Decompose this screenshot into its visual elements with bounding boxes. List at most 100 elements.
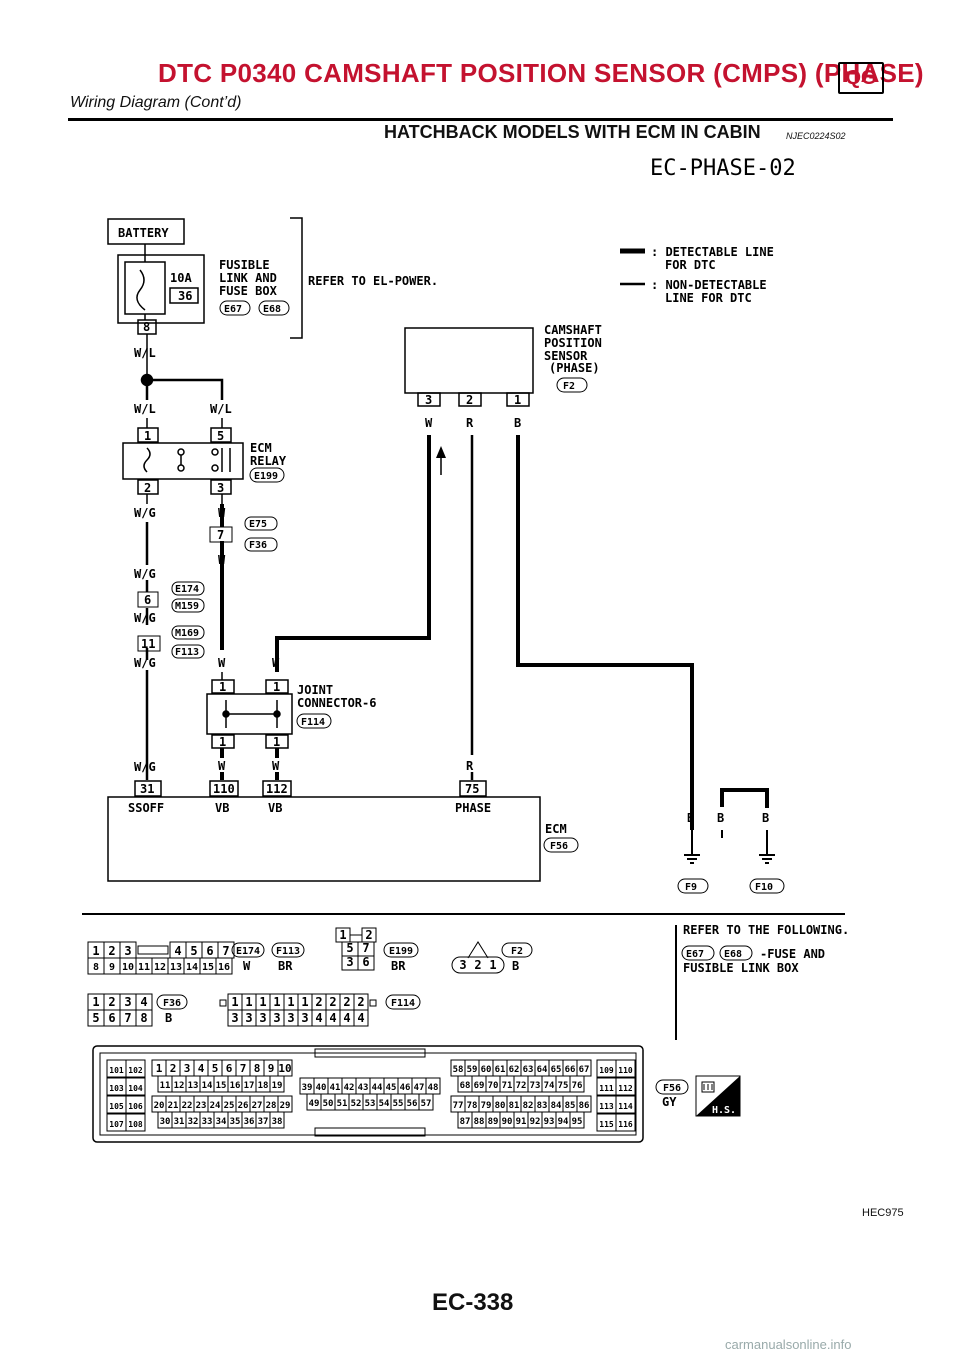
relay-label-2: RELAY: [250, 454, 287, 468]
wire-color-wg-5: W/G: [134, 760, 156, 774]
c2-id: E199: [389, 946, 413, 957]
ecm-i-pin: 84: [551, 1101, 562, 1111]
sensor-label-2: POSITION: [544, 336, 602, 350]
sensor-label-4: (PHASE): [549, 361, 600, 375]
ecm-conn-key-bottom: [314, 1127, 426, 1137]
c4-id: F36: [163, 998, 181, 1009]
sensor-pin-1: 1: [514, 393, 521, 407]
c5-bot-pin: 4: [329, 1011, 336, 1025]
header-rule: [68, 118, 893, 121]
ecm-i-pin: 77: [453, 1101, 464, 1111]
ecm-view-color: GY: [662, 1095, 677, 1109]
ecm-left-pin: 108: [128, 1120, 143, 1129]
c2-bot-pin: 3: [346, 955, 353, 969]
engine-badge: QG: [838, 62, 884, 94]
c5-bot-pin: 4: [343, 1011, 350, 1025]
ecm-b-pin: 12: [174, 1081, 185, 1091]
c2-mid-pin: 5: [346, 941, 353, 955]
ecm-g-pin: 58: [453, 1065, 464, 1075]
ecm-d-pin: 30: [160, 1117, 171, 1127]
wire-color-wl-top: W/L: [134, 346, 156, 360]
hs-label: H.S.: [712, 1105, 736, 1116]
c1-id-e174: E174: [236, 946, 260, 957]
ecm-term-vb1: VB: [215, 801, 229, 815]
power-wires: [140, 373, 224, 400]
ecm-j-pin: 89: [488, 1117, 499, 1127]
c1-id-f113-outline: [271, 942, 305, 958]
conn-11-f113: F113: [175, 647, 199, 658]
ecm-left-pin: 102: [128, 1066, 143, 1075]
joint-connector-id: F114: [301, 717, 325, 728]
ecm-relay: [122, 418, 244, 504]
c1-pin: 9: [109, 962, 115, 973]
fuse-rating: 10A: [170, 271, 192, 285]
refer-e68: E68: [724, 949, 742, 960]
ecm-f-pin: 57: [421, 1099, 432, 1109]
ecm-right-pin: 110: [618, 1066, 633, 1075]
page-subtitle: Wiring Diagram (Cont’d): [70, 94, 242, 111]
ecm-g-pin: 66: [565, 1065, 576, 1075]
ecm-view-id: F56: [663, 1083, 681, 1094]
c1-pin: 4: [174, 944, 181, 958]
c4-color: B: [165, 1011, 172, 1025]
sensor-label-1: CAMSHAFT: [544, 323, 602, 337]
relay-connector: E199: [254, 471, 278, 482]
ecm-label: ECM: [545, 822, 567, 836]
c1-color-w: W: [243, 959, 251, 973]
c4-bot-pin: 8: [140, 1011, 147, 1025]
c3-shape: [467, 941, 489, 959]
refer-power: REFER TO EL-POWER.: [308, 274, 438, 288]
ecm-c-pin: 29: [280, 1101, 291, 1111]
c5-top-pin: 1: [301, 995, 308, 1009]
ecm-b-pin: 13: [188, 1081, 199, 1091]
ecm-j-cell: [569, 1111, 585, 1129]
c5-top-pin: 1: [273, 995, 280, 1009]
ecm-right-pin: 111: [599, 1084, 614, 1093]
c1-pin: 5: [190, 944, 197, 958]
wire-color-w-6: W: [272, 759, 280, 773]
wire-color-wg-3: W/G: [134, 611, 156, 625]
ecm-h-pin: 70: [488, 1081, 499, 1091]
c5-bot-pin: 4: [357, 1011, 364, 1025]
ecm-d-pin: 37: [258, 1117, 269, 1127]
ecm-a-cell: [277, 1059, 293, 1077]
ecm-i-pin: 79: [481, 1101, 492, 1111]
relay-pin-1: 1: [144, 429, 151, 443]
ecm-c-pin: 28: [266, 1101, 277, 1111]
watermark: carmanualsonline.info: [725, 1337, 852, 1352]
c5-bot-pin: 3: [259, 1011, 266, 1025]
ecm-g-pin: 65: [551, 1065, 562, 1075]
fuse-number: 36: [178, 289, 192, 303]
c4-bot-pin: 6: [108, 1011, 115, 1025]
sensor-label-3: SENSOR: [544, 349, 588, 363]
c1-id-e174-outline: [231, 942, 265, 958]
ecm-h-pin: 74: [544, 1081, 555, 1091]
ecm-c-pin: 21: [168, 1101, 179, 1111]
conn-6-m159: M159: [175, 601, 199, 612]
ecm-f-pin: 56: [407, 1099, 418, 1109]
ecm-right-pin: 114: [618, 1102, 633, 1111]
sensor-color-w: W: [425, 416, 433, 430]
ecm-b-pin: 18: [258, 1081, 269, 1091]
figure-code: HEC975: [862, 1207, 904, 1219]
c2-bot-pin: 6: [362, 955, 369, 969]
ecm-c-pin: 25: [224, 1101, 235, 1111]
ecm-c-pin: 27: [252, 1101, 263, 1111]
c4-top-pin: 4: [140, 995, 147, 1009]
ecm-pin-110: 110: [213, 782, 235, 796]
c5-id-outline: [385, 994, 421, 1010]
wire-color-wl-left: W/L: [134, 402, 156, 416]
ecm-d-pin: 38: [272, 1117, 283, 1127]
ecm-i-pin: 81: [509, 1101, 520, 1111]
ecm-b-pin: 14: [202, 1081, 213, 1091]
ecm-e-pin: 46: [400, 1083, 411, 1093]
ecm-e-pin: 39: [302, 1083, 313, 1093]
c2-pin-top-2: 2: [365, 928, 372, 942]
ecm-left-pin: 107: [109, 1120, 124, 1129]
c5-top-pin: 2: [329, 995, 336, 1009]
legend-non-detectable-1: : NON-DETECTABLE: [651, 278, 767, 292]
joint-pin-tr: 1: [273, 680, 280, 694]
